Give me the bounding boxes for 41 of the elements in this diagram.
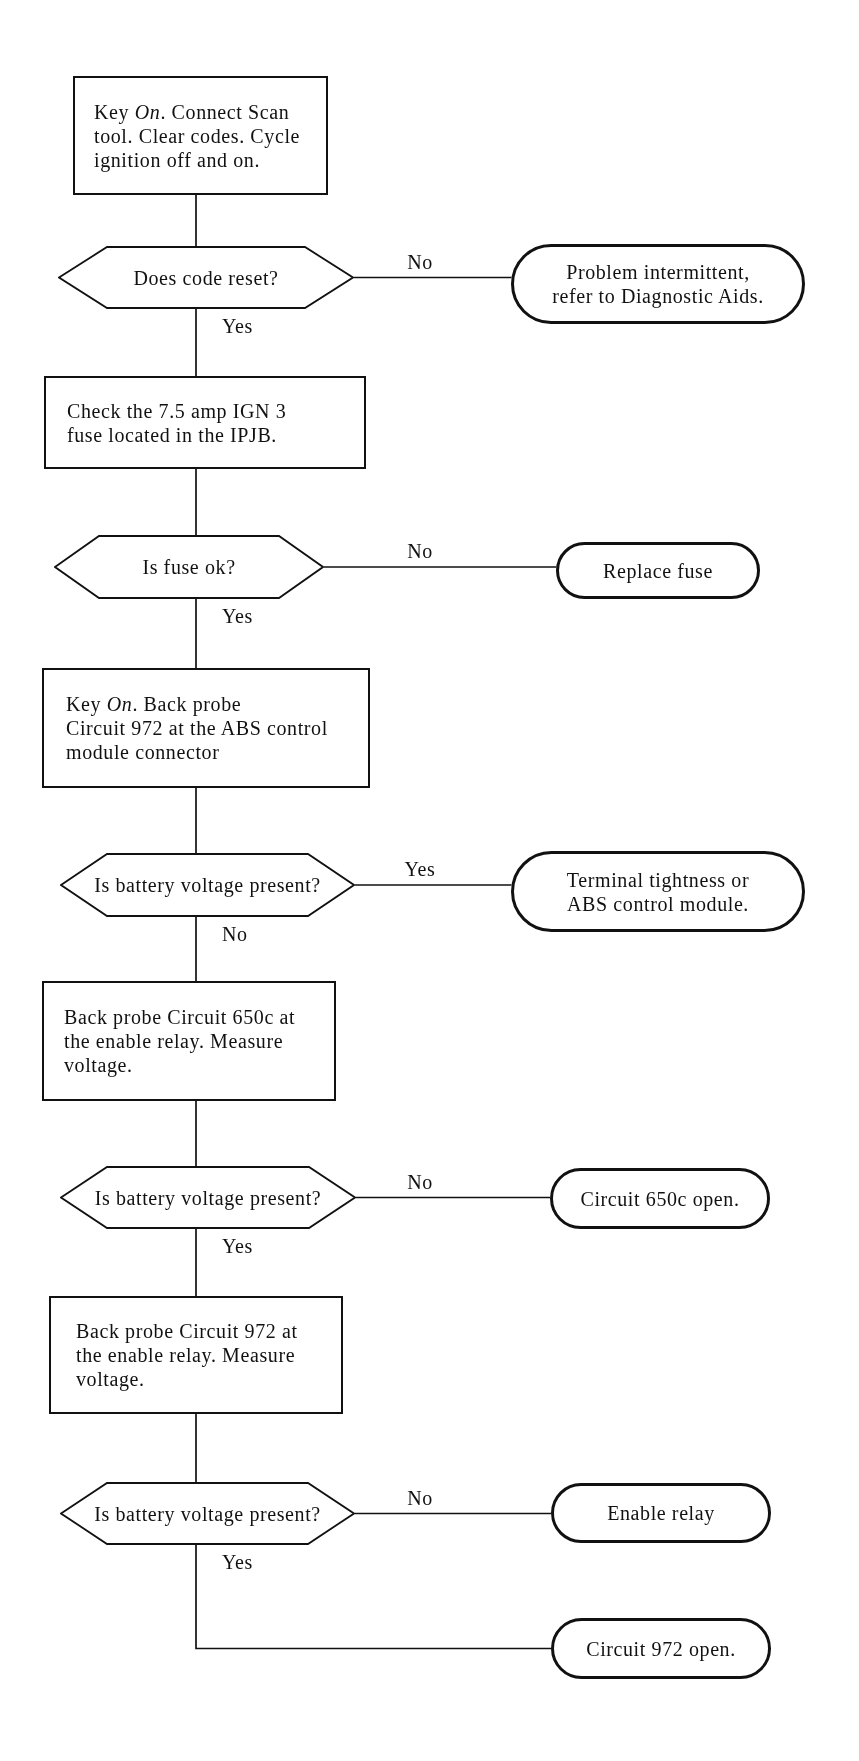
result-text: Problem intermittent, refer to Diagnostic Aids. [551,260,765,308]
result-text: Replace fuse [603,558,713,583]
connector-line [195,1544,552,1650]
step-text: Back probe Circuit 972 at the enable relay. Measure voltage. [76,1319,299,1391]
step-text: Key On. Back probe Circuit 972 at the ABS control module connector [66,692,329,764]
question-text: Is battery voltage present? [94,873,321,897]
decision-hexagon [60,1166,356,1229]
decision-hexagon [54,535,324,599]
decision-hexagon [60,853,355,917]
step-text: Key On. Connect Scan tool. Clear codes. Cycle ignition off and on. [94,99,301,172]
process-box [49,1296,343,1414]
connector-line [323,566,558,568]
connector-line [195,1228,197,1297]
question-text: Is fuse ok? [142,555,236,579]
connector-line [195,468,197,536]
connector-line [195,598,197,669]
question-text: Is battery voltage present? [94,1501,321,1526]
connector-line [195,1413,197,1483]
connector-line [353,276,513,279]
connector-line [195,194,197,247]
connector-line [355,1196,551,1199]
process-box [73,76,328,195]
result-text: Circuit 972 open. [586,1636,736,1661]
connector-line [354,884,513,886]
connector-line [195,1100,197,1167]
result-text: Enable relay [607,1501,715,1525]
process-box [42,981,336,1101]
process-box [42,668,370,788]
result-text: Circuit 650c open. [580,1186,740,1211]
question-text: Is battery voltage present? [94,1185,322,1210]
step-text: Check the 7.5 amp IGN 3 fuse located in the IPJB. [67,398,288,447]
connector-line [195,308,197,377]
connector-line [195,787,197,854]
result-text: Terminal tightness or ABS control module. [565,867,751,916]
process-box [44,376,366,469]
step-text: Back probe Circuit 650c at the enable relay. Measure voltage. [64,1005,297,1077]
connector-line [354,1512,552,1515]
decision-hexagon [60,1482,355,1545]
question-text: Does code reset? [133,265,279,290]
connector-line [195,916,197,982]
decision-hexagon [58,246,354,309]
